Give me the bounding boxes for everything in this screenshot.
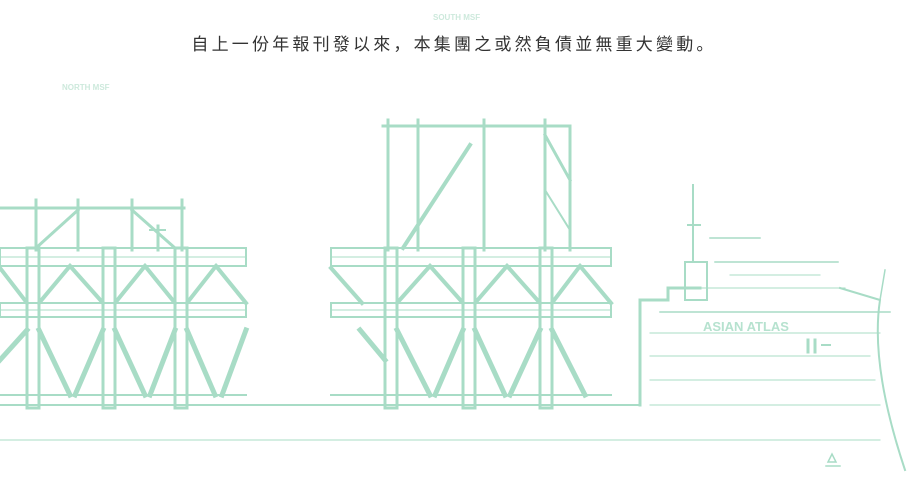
ship-hull — [0, 184, 907, 472]
south-module-frame — [328, 118, 641, 410]
north-module-frame — [0, 198, 331, 410]
contingent-liabilities-statement: 自上一份年報刊發以來，本集團之或然負債並無重大變動。 — [191, 35, 717, 55]
south-msf-label: SOUTH MSF — [433, 13, 480, 22]
north-msf-label: NORTH MSF — [62, 83, 110, 92]
ship-name-label: ASIAN ATLAS — [703, 319, 789, 334]
